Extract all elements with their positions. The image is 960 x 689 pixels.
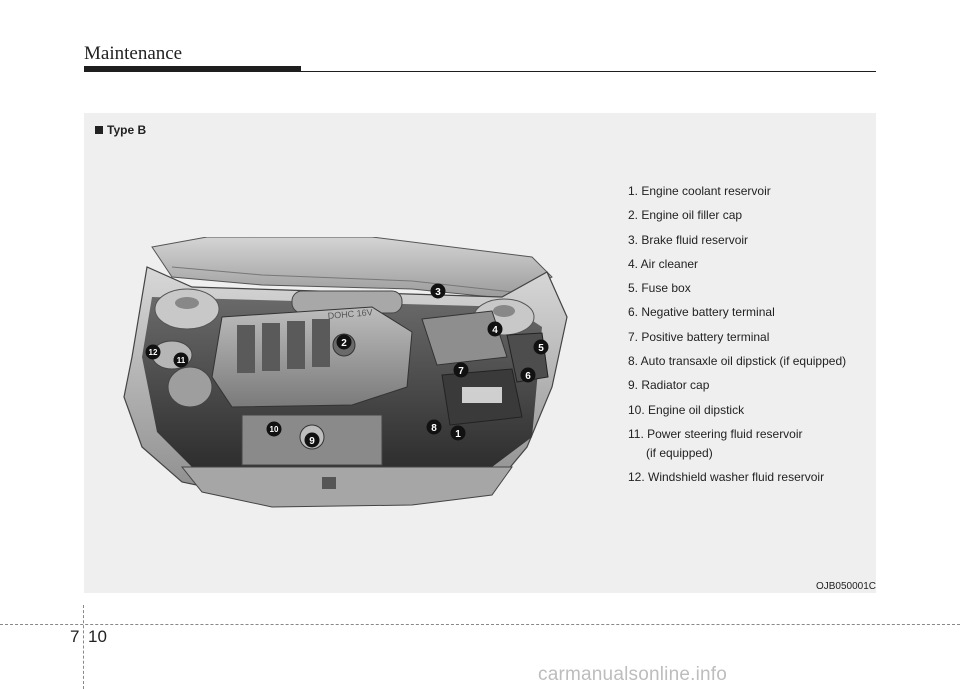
svg-text:5: 5 xyxy=(538,343,544,354)
square-bullet-icon xyxy=(95,126,103,134)
page-header-title: Maintenance xyxy=(84,43,183,64)
callout-3: 3 xyxy=(430,283,446,299)
component-legend: 1. Engine coolant reservoir 2. Engine oi… xyxy=(628,184,846,494)
callout-1: 1 xyxy=(450,425,466,441)
footer-rule xyxy=(0,624,960,625)
legend-item: 1. Engine coolant reservoir xyxy=(628,184,771,198)
svg-text:7: 7 xyxy=(458,366,464,377)
legend-item: 10. Engine oil dipstick xyxy=(628,402,745,417)
type-label: Type B xyxy=(95,123,146,137)
legend-item-text: 11. Power steering fluid reservoir xyxy=(628,426,803,441)
callout-10: 10 xyxy=(266,421,282,437)
legend-item: 7. Positive battery terminal xyxy=(628,329,770,344)
legend-item: 12. Windshield washer fluid reservoir xyxy=(628,469,825,484)
svg-text:2: 2 xyxy=(341,338,347,349)
legend-item: 3. Brake fluid reservoir xyxy=(628,232,749,247)
svg-text:1: 1 xyxy=(455,429,461,440)
legend-item: 11. Power steering fluid reservoir (if e… xyxy=(628,427,846,460)
svg-text:12: 12 xyxy=(149,348,158,357)
type-label-text: Type B xyxy=(107,123,147,137)
page-number: 10 xyxy=(88,627,107,646)
footer-divider xyxy=(83,605,84,689)
svg-text:11: 11 xyxy=(177,356,186,365)
callout-7: 7 xyxy=(453,362,469,378)
engine-figure-panel: Type B xyxy=(84,113,876,593)
watermark: carmanualsonline.info xyxy=(538,664,728,685)
legend-item-subtext: (if equipped) xyxy=(646,445,713,460)
chapter-number: 7 xyxy=(70,627,80,646)
callout-2: 2 xyxy=(336,334,352,350)
svg-text:4: 4 xyxy=(492,325,498,336)
callout-8: 8 xyxy=(426,419,442,435)
legend-item: 2. Engine oil filler cap xyxy=(628,208,743,223)
legend-item: 6. Negative battery terminal xyxy=(628,305,775,320)
svg-text:3: 3 xyxy=(435,287,441,298)
callout-5: 5 xyxy=(533,339,549,355)
legend-item: 4. Air cleaner xyxy=(628,256,699,271)
callout-11: 11 xyxy=(173,352,189,368)
svg-text:10: 10 xyxy=(270,425,279,434)
callout-4: 4 xyxy=(487,321,503,337)
svg-text:9: 9 xyxy=(309,436,315,447)
legend-item: 5. Fuse box xyxy=(628,281,691,296)
header-rule-thick xyxy=(84,66,301,72)
svg-text:8: 8 xyxy=(431,423,437,434)
header-rule-thin xyxy=(84,71,876,72)
engine-bay-illustration: DOHC 16V 1 2 3 4 5 6 7 8 9 10 11 12 xyxy=(123,237,568,508)
engine-badge: DOHC 16V xyxy=(327,307,373,321)
svg-text:6: 6 xyxy=(525,371,531,382)
callout-6: 6 xyxy=(520,367,536,383)
figure-code: OJB050001C xyxy=(815,581,876,592)
callout-12: 12 xyxy=(145,344,161,360)
callout-9: 9 xyxy=(304,432,320,448)
legend-item: 9. Radiator cap xyxy=(628,378,710,393)
legend-item: 8. Auto transaxle oil dipstick (if equip… xyxy=(628,354,847,369)
